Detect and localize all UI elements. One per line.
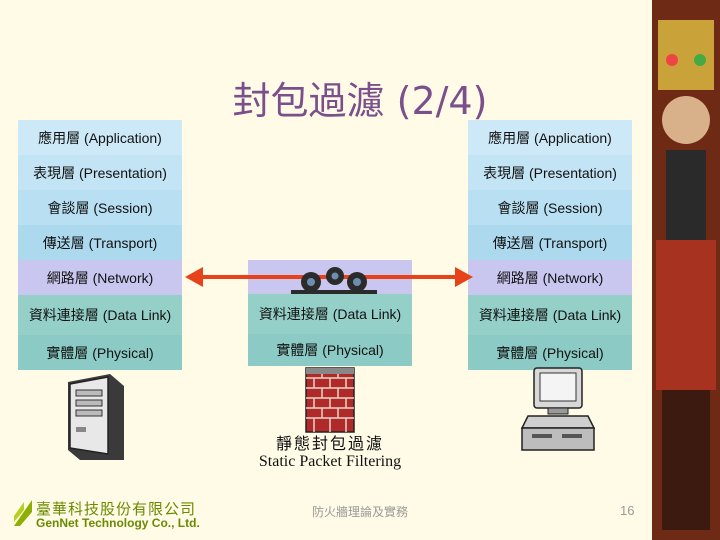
- layer-session: 會談層 (Session): [18, 190, 182, 225]
- slide-title: 封包過濾 (2/4): [232, 79, 488, 123]
- layer-network: 網路層 (Network): [468, 260, 632, 295]
- decorative-deity-image: [652, 0, 720, 540]
- layer-datalink: 資料連接層 (Data Link): [468, 295, 632, 335]
- layer-session: 會談層 (Session): [468, 190, 632, 225]
- layer-datalink: 資料連接層 (Data Link): [18, 295, 182, 335]
- footer-company-chinese: 臺華科技股份有限公司: [36, 500, 197, 518]
- page-number: 16: [620, 503, 635, 518]
- layer-transport: 傳送層 (Transport): [468, 225, 632, 260]
- desktop-computer-icon: [520, 367, 596, 451]
- layer-transport: 傳送層 (Transport): [18, 225, 182, 260]
- left-host-osi-stack: 應用層 (Application) 表現層 (Presentation) 會談層…: [18, 120, 182, 370]
- firewall-layer-datalink: 資料連接層 (Data Link): [248, 294, 412, 334]
- layer-presentation: 表現層 (Presentation): [18, 155, 182, 190]
- right-host-osi-stack: 應用層 (Application) 表現層 (Presentation) 會談層…: [468, 120, 632, 370]
- layer-application: 應用層 (Application): [468, 120, 632, 155]
- layer-application: 應用層 (Application): [18, 120, 182, 155]
- company-logo-icon: [14, 500, 32, 526]
- layer-physical: 實體層 (Physical): [18, 335, 182, 370]
- footer-course-title: 防火牆理論及實務: [311, 505, 408, 519]
- layer-physical: 實體層 (Physical): [468, 335, 632, 370]
- firewall-layer-physical: 實體層 (Physical): [248, 334, 412, 366]
- server-tower-icon: [68, 374, 124, 460]
- firewall-brick-wall-icon: [305, 367, 355, 433]
- caption-english: Static Packet Filtering: [258, 453, 402, 470]
- gears-icon: [291, 267, 377, 294]
- layer-network: 網路層 (Network): [18, 260, 182, 295]
- caption-chinese: 靜態封包過濾: [275, 434, 384, 453]
- firewall-osi-stack: 資料連接層 (Data Link) 實體層 (Physical): [248, 260, 412, 366]
- footer-company-english: GenNet Technology Co., Ltd.: [36, 516, 200, 530]
- layer-presentation: 表現層 (Presentation): [468, 155, 632, 190]
